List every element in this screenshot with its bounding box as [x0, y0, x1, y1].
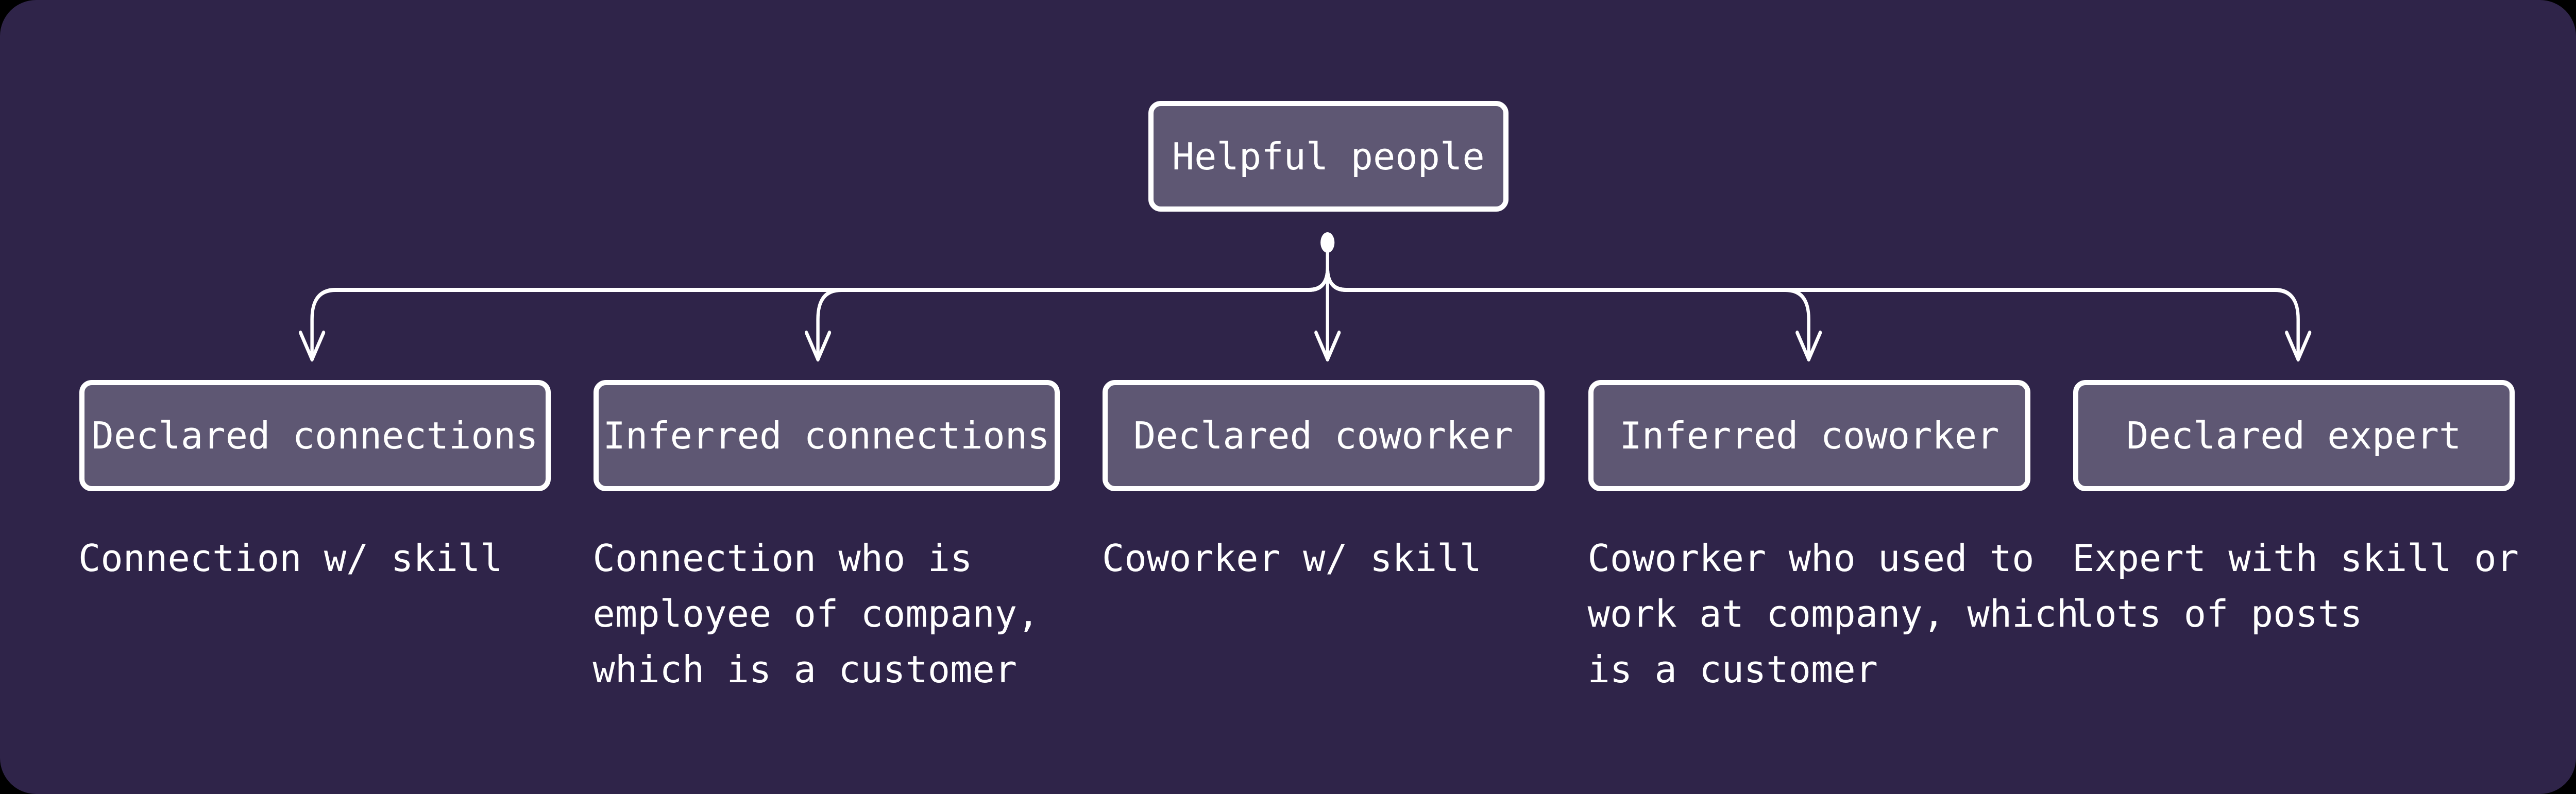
arrowhead-icon [1314, 331, 1341, 361]
description-declared-expert: Expert with skill or lots of posts [2072, 537, 2519, 635]
description-declared-connections: Connection w/ skill [78, 537, 503, 580]
node-declared-connections: Declared connections [79, 380, 551, 491]
node-label: Declared connections [91, 414, 538, 457]
node-declared-coworker: Declared coworker [1102, 380, 1545, 491]
description-inferred-connections: Connection who is employee of company, w… [592, 537, 1040, 691]
arrowhead-icon [2285, 331, 2312, 361]
connector-4 [1326, 266, 2300, 361]
node-label: Inferred coworker [1619, 414, 1999, 457]
description-declared-coworker: Coworker w/ skill [1102, 537, 1482, 580]
arrowhead-icon [805, 331, 832, 361]
node-inferred-coworker: Inferred coworker [1588, 380, 2030, 491]
node-inferred-connections: Inferred connections [593, 380, 1060, 491]
arrowhead-icon [1795, 331, 1822, 361]
arrowhead-icon [299, 331, 326, 361]
connector-3 [1326, 266, 1810, 361]
root-node: Helpful people [1148, 101, 1509, 212]
connector-1 [816, 266, 1329, 361]
node-label: Declared expert [2126, 414, 2462, 457]
node-declared-expert: Declared expert [2073, 380, 2515, 491]
root-node-label: Helpful people [1172, 134, 1485, 178]
node-label: Inferred connections [603, 414, 1050, 457]
description-inferred-coworker: Coworker who used to work at company, wh… [1587, 537, 2079, 691]
node-label: Declared coworker [1133, 414, 1513, 457]
